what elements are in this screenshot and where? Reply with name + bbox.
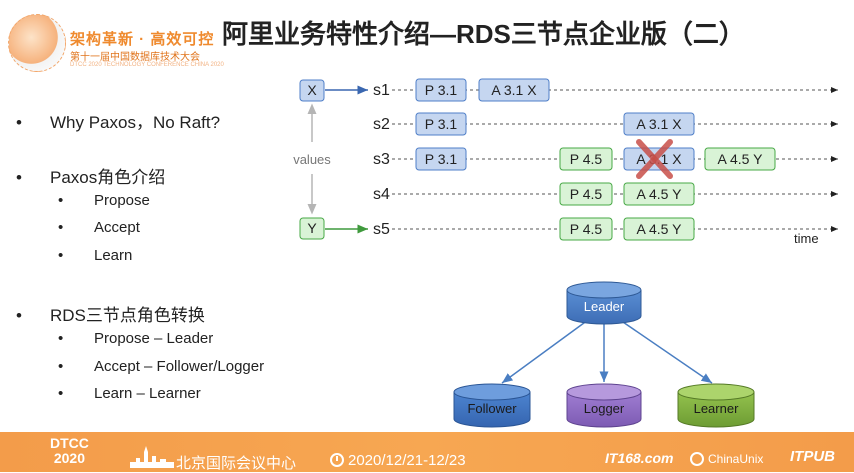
bullet-dot: • bbox=[16, 168, 22, 187]
clock-icon bbox=[330, 453, 344, 467]
logo-emblem-icon bbox=[8, 14, 66, 72]
logger-node: Logger bbox=[566, 383, 642, 428]
msg-label: P 3.1 bbox=[425, 116, 458, 132]
value-y-box bbox=[299, 217, 325, 240]
sub-bullet-item: • Propose bbox=[58, 192, 150, 209]
msg-box bbox=[559, 147, 613, 171]
msg-box bbox=[623, 182, 695, 206]
bullet-dot: • bbox=[16, 306, 22, 325]
bullet-dot: • bbox=[16, 113, 22, 132]
sub-bullet-text: Propose – Leader bbox=[94, 330, 214, 347]
value-x-label: X bbox=[307, 82, 317, 98]
bullet-dot: • bbox=[58, 192, 64, 209]
msg-label: A 3.1 X bbox=[636, 116, 682, 132]
follower-label: Follower bbox=[467, 401, 517, 416]
footer-venue: 北京国际会议中心 bbox=[176, 455, 297, 472]
slide-title: 阿里业务特性介绍—RDS三节点企业版（二） bbox=[222, 19, 745, 49]
sub-bullet-item: • Propose – Leader bbox=[58, 330, 213, 347]
sub-bullet-text: Propose bbox=[94, 192, 150, 209]
learner-node: Learner bbox=[677, 383, 755, 428]
sub-bullet-text: Learn bbox=[94, 247, 133, 264]
bullet-item: • Paxos角色介绍 bbox=[16, 163, 165, 188]
logger-label: Logger bbox=[584, 401, 625, 416]
server-label-s1: s1 bbox=[373, 82, 390, 99]
value-y-label: Y bbox=[307, 220, 317, 236]
msg-box bbox=[623, 217, 695, 241]
footer-event-year: 2020 bbox=[53, 450, 86, 466]
bullet-text: Paxos角色介绍 bbox=[50, 168, 166, 187]
sub-bullet-item: • Accept – Follower/Logger bbox=[58, 358, 264, 375]
logo-english-name: DTCC 2020 TECHNOLOGY CONFERENCE CHINA 20… bbox=[70, 62, 224, 68]
msg-label: P 3.1 bbox=[425, 151, 458, 167]
msg-box bbox=[559, 182, 613, 206]
msg-label: P 4.5 bbox=[570, 186, 603, 202]
logo-conference-name: 第十一届中国数据库技术大会 bbox=[70, 52, 200, 63]
sub-bullet-item: • Learn bbox=[58, 247, 132, 264]
footer-date: 2020/12/21-12/23 bbox=[348, 452, 466, 469]
sponsor-it168-logo: IT168.com bbox=[605, 450, 674, 466]
logo-slogan: 架构革新 · 高效可控 bbox=[70, 31, 215, 48]
sponsor-itpub-logo: ITPUB bbox=[790, 448, 835, 465]
arrow-leader-follower bbox=[501, 319, 589, 384]
sponsor-chinaunix-logo: ChinaUnix bbox=[708, 452, 764, 466]
msg-label: P 4.5 bbox=[570, 221, 603, 237]
bullet-list: • Why Paxos，No Raft? • Paxos角色介绍 • Propose … bbox=[0, 0, 300, 430]
msg-box bbox=[415, 112, 467, 136]
rejected-cross-icon bbox=[636, 139, 673, 179]
server-label-s2: s2 bbox=[373, 116, 390, 133]
chinaunix-icon bbox=[690, 452, 704, 466]
msg-label: A 3.1 X bbox=[491, 82, 537, 98]
footer-event-name: DTCC bbox=[50, 435, 89, 451]
role-arrows bbox=[501, 319, 713, 384]
sub-bullet-item: • Learn – Learner bbox=[58, 385, 201, 402]
bullet-dot: • bbox=[58, 330, 64, 347]
bullet-dot: • bbox=[58, 385, 64, 402]
bullet-dot: • bbox=[58, 219, 64, 236]
footer-event-logo: DTCC 2020 bbox=[50, 436, 89, 466]
msg-box bbox=[623, 112, 695, 136]
server-labels: s1 s2 s3 s4 s5 bbox=[373, 82, 390, 238]
leader-label: Leader bbox=[584, 299, 625, 314]
bullet-text: RDS三节点角色转换 bbox=[50, 306, 205, 325]
bullet-item: • Why Paxos，No Raft? bbox=[16, 108, 220, 133]
skyline-icon bbox=[130, 446, 174, 468]
time-label: time bbox=[794, 231, 819, 246]
sub-bullet-text: Accept – Follower/Logger bbox=[94, 358, 265, 375]
sub-bullet-text: Accept bbox=[94, 219, 140, 236]
msg-label: A 4.5 Y bbox=[718, 151, 764, 167]
learner-label: Learner bbox=[694, 401, 739, 416]
msg-box bbox=[415, 78, 467, 102]
arrow-leader-learner bbox=[619, 319, 713, 384]
server-label-s5: s5 bbox=[373, 221, 390, 238]
msg-box bbox=[478, 78, 550, 102]
server-label-s3: s3 bbox=[373, 151, 390, 168]
msg-label: P 4.5 bbox=[570, 151, 603, 167]
sub-bullet-item: • Accept bbox=[58, 219, 140, 236]
sub-bullet-text: Learn – Learner bbox=[94, 385, 201, 402]
msg-label: P 3.1 bbox=[425, 82, 458, 98]
msg-label: A 4.5 Y bbox=[637, 221, 683, 237]
follower-node: Follower bbox=[453, 383, 531, 428]
msg-box bbox=[415, 147, 467, 171]
conference-logo: 架构革新 · 高效可控 第十一届中国数据库技术大会 DTCC 2020 TECH… bbox=[8, 14, 238, 74]
bullet-dot: • bbox=[58, 247, 64, 264]
bullet-item: • RDS三节点角色转换 bbox=[16, 301, 205, 326]
msg-box-rejected bbox=[623, 147, 695, 171]
msg-box bbox=[704, 147, 776, 171]
bullet-text: Why Paxos，No Raft? bbox=[50, 113, 221, 132]
value-x-box bbox=[299, 79, 325, 102]
leader-node: Leader bbox=[566, 281, 642, 325]
values-label: values bbox=[293, 152, 331, 167]
server-label-s4: s4 bbox=[373, 186, 390, 203]
bullet-dot: • bbox=[58, 358, 64, 375]
msg-label: A 4.5 Y bbox=[637, 186, 683, 202]
msg-box bbox=[559, 217, 613, 241]
